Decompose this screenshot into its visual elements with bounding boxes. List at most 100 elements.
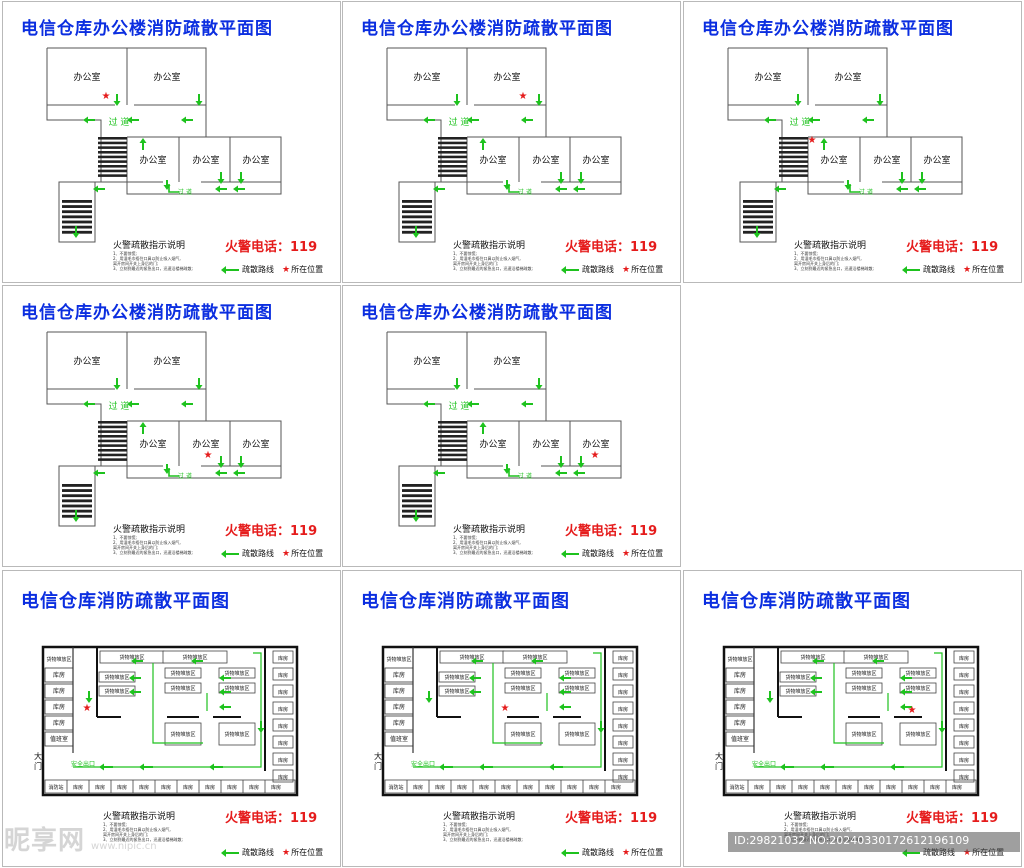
room: [725, 715, 755, 731]
legend-here: 所在位置: [291, 549, 324, 558]
id-bar: [728, 832, 1020, 852]
room-label: 库房: [618, 723, 628, 730]
storage-zone-label: 货物堆放区: [905, 685, 930, 692]
storage-zone-label: 货物堆放区: [444, 688, 469, 695]
legend-route: 疏散路线: [923, 848, 955, 857]
route-arrow-icon: [808, 116, 820, 124]
room-label: 消防站: [48, 784, 63, 791]
route-arrow-icon: [774, 185, 786, 193]
star-icon: ★: [963, 847, 972, 858]
room: [953, 752, 975, 766]
room-label: 库房: [734, 687, 746, 695]
route-arrow-icon: [561, 549, 579, 558]
route-line: [152, 663, 203, 744]
room-label: 库房: [278, 723, 288, 730]
room-label: 库房: [278, 655, 288, 662]
note-line: 2、用湿毛巾捂住口鼻以防止吸入烟气,: [794, 256, 862, 261]
room-label: 办公室: [139, 154, 166, 166]
bottom-room-row: [725, 779, 977, 794]
route-arrow-icon: [479, 763, 493, 771]
page-title: 电信仓库消防疏散平面图: [361, 591, 570, 612]
room-label: 库房: [734, 719, 746, 727]
notes-title: 火警疏散指示说明: [794, 241, 867, 251]
notes-title: 火警疏散指示说明: [113, 241, 186, 251]
storage-zone-label: 货物堆放区: [444, 674, 469, 681]
route-arrow-icon: [561, 265, 579, 274]
route-arrow-icon: [471, 657, 483, 665]
storage-zone: [558, 722, 596, 746]
notes-title: 火警疏散指示说明: [784, 812, 857, 822]
stairs: [779, 137, 808, 177]
route-arrow-icon: [764, 116, 776, 124]
room-label: 库房: [776, 784, 786, 791]
note-line: 3、立刻到最近的紧急出口，迅速沿楼梯疏散;: [113, 550, 193, 555]
room: [44, 683, 74, 699]
room-label: 消防站: [729, 784, 744, 791]
evacuation-notes: 火警疏散指示说明 1、不要惊慌; 2、用湿毛巾捂住口鼻以防止吸入烟气, 离开房间…: [794, 238, 914, 271]
route-line: [168, 184, 179, 193]
room-label: 库房: [53, 671, 65, 679]
office-plan-panel-2: 电信仓库办公楼消防疏散平面图 办公室办公室办公室办公室办公室过 道过 道★ 火警…: [342, 1, 681, 283]
storage-zone-label: 货物堆放区: [851, 670, 876, 677]
storage-zone-label: 货物堆放区: [522, 654, 547, 661]
route-arrow-icon: [217, 172, 225, 184]
room-label: 办公室: [493, 71, 520, 83]
room: [953, 701, 975, 715]
route-arrow-icon: [573, 185, 585, 193]
office-floor-plan: 办公室办公室办公室办公室办公室过 道过 道★: [386, 331, 622, 527]
current-location-star-icon: ★: [501, 703, 510, 714]
storage-zone-label: 货物堆放区: [46, 656, 71, 663]
legend-here: 所在位置: [631, 265, 664, 274]
storage-zone: [218, 722, 256, 746]
room-label: 库房: [117, 784, 127, 791]
route-arrow-icon: [820, 138, 828, 150]
route-arrow-icon: [467, 116, 479, 124]
storage-zone-label: 货物堆放区: [510, 670, 535, 677]
outer-wall: [46, 331, 282, 527]
room-label: 库房: [227, 784, 237, 791]
corridor-label: 过 道: [109, 116, 130, 128]
notes-title: 火警疏散指示说明: [443, 812, 516, 822]
storage-zone: [899, 667, 937, 679]
note-line: 1、不要惊慌;: [453, 251, 477, 256]
room: [612, 769, 634, 783]
current-location-star-icon: ★: [808, 135, 817, 146]
route-line: [168, 468, 179, 477]
warehouse-floor-plan: 货物堆放区库房库房库房库房值班室大门货物堆放区货物堆放区货物堆放区货物堆放区货物…: [34, 645, 299, 797]
page-title: 电信仓库办公楼消防疏散平面图: [361, 19, 613, 39]
storage-zone: [164, 682, 202, 694]
storage-zone-label: 货物堆放区: [224, 685, 249, 692]
room: [44, 667, 74, 683]
room-label: 库房: [393, 687, 405, 695]
room-label: 库房: [139, 784, 149, 791]
route-arrow-icon: [219, 688, 231, 696]
fire-phone: 火警电话：119: [565, 811, 658, 826]
route-arrow-icon: [423, 400, 435, 408]
room-label: 库房: [959, 757, 969, 764]
route-arrow-icon: [780, 763, 794, 771]
page-title: 电信仓库消防疏散平面图: [702, 591, 911, 612]
corridor-label: 过 道: [518, 188, 532, 196]
route-arrow-icon: [221, 549, 239, 558]
room: [384, 699, 414, 715]
office-plan-panel-1: 电信仓库办公楼消防疏散平面图 办公室办公室办公室办公室办公室过 道过 道★ 火警…: [2, 1, 341, 283]
room: [612, 718, 634, 732]
legend: 疏散路线★所在位置: [221, 548, 324, 559]
room: [272, 684, 294, 698]
route-arrow-icon: [237, 456, 245, 468]
storage-zone-label: 货物堆放区: [224, 731, 249, 738]
room-label: 办公室: [153, 355, 180, 367]
legend: 疏散路线★所在位置: [221, 264, 323, 275]
route-arrow-icon: [876, 94, 884, 106]
room-label: 库房: [53, 719, 65, 727]
note-line: 离开房间开关上身后的门;: [453, 545, 499, 550]
route-arrow-icon: [469, 674, 481, 682]
outer-wall: [727, 47, 963, 243]
note-line: 离开房间开关上身后的门;: [443, 832, 489, 837]
room-label: 办公室: [532, 154, 559, 166]
room: [725, 667, 755, 683]
stairs: [98, 421, 127, 461]
storage-zone: [845, 682, 883, 694]
room-label: 库房: [754, 784, 764, 791]
storage-zone-label: 货物堆放区: [170, 731, 195, 738]
